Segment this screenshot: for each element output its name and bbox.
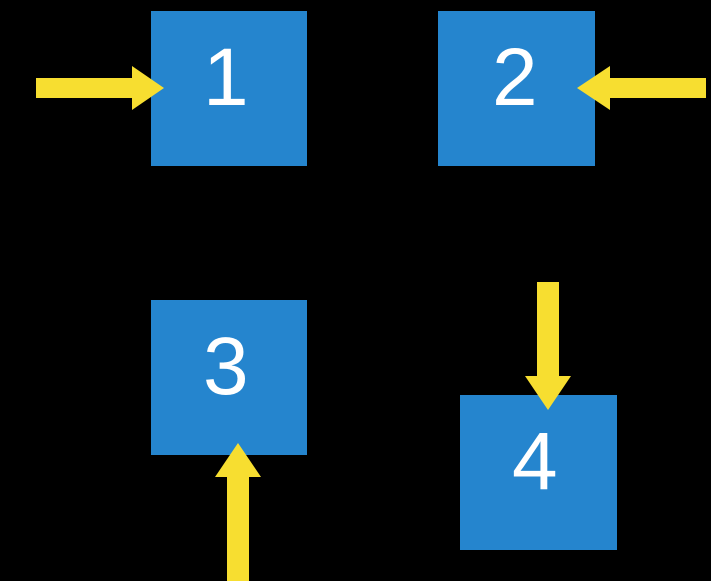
arrow-right-into-node-1-icon	[36, 66, 164, 110]
diagram-node-3-label: 3	[203, 321, 249, 412]
diagram-node-4-label: 4	[512, 416, 558, 507]
arrow-left-into-node-2-icon	[577, 66, 706, 110]
diagram-node-3[interactable]	[151, 300, 307, 455]
diagram-node-2-label: 2	[492, 32, 538, 123]
arrow-up-into-node-3-icon	[215, 443, 261, 581]
diagram-node-1[interactable]	[151, 11, 307, 166]
diagram-node-4[interactable]	[460, 395, 617, 550]
diagram-node-1-label: 1	[203, 32, 249, 123]
arrow-down-into-node-4-icon	[525, 282, 571, 410]
diagram-node-2[interactable]	[438, 11, 595, 166]
